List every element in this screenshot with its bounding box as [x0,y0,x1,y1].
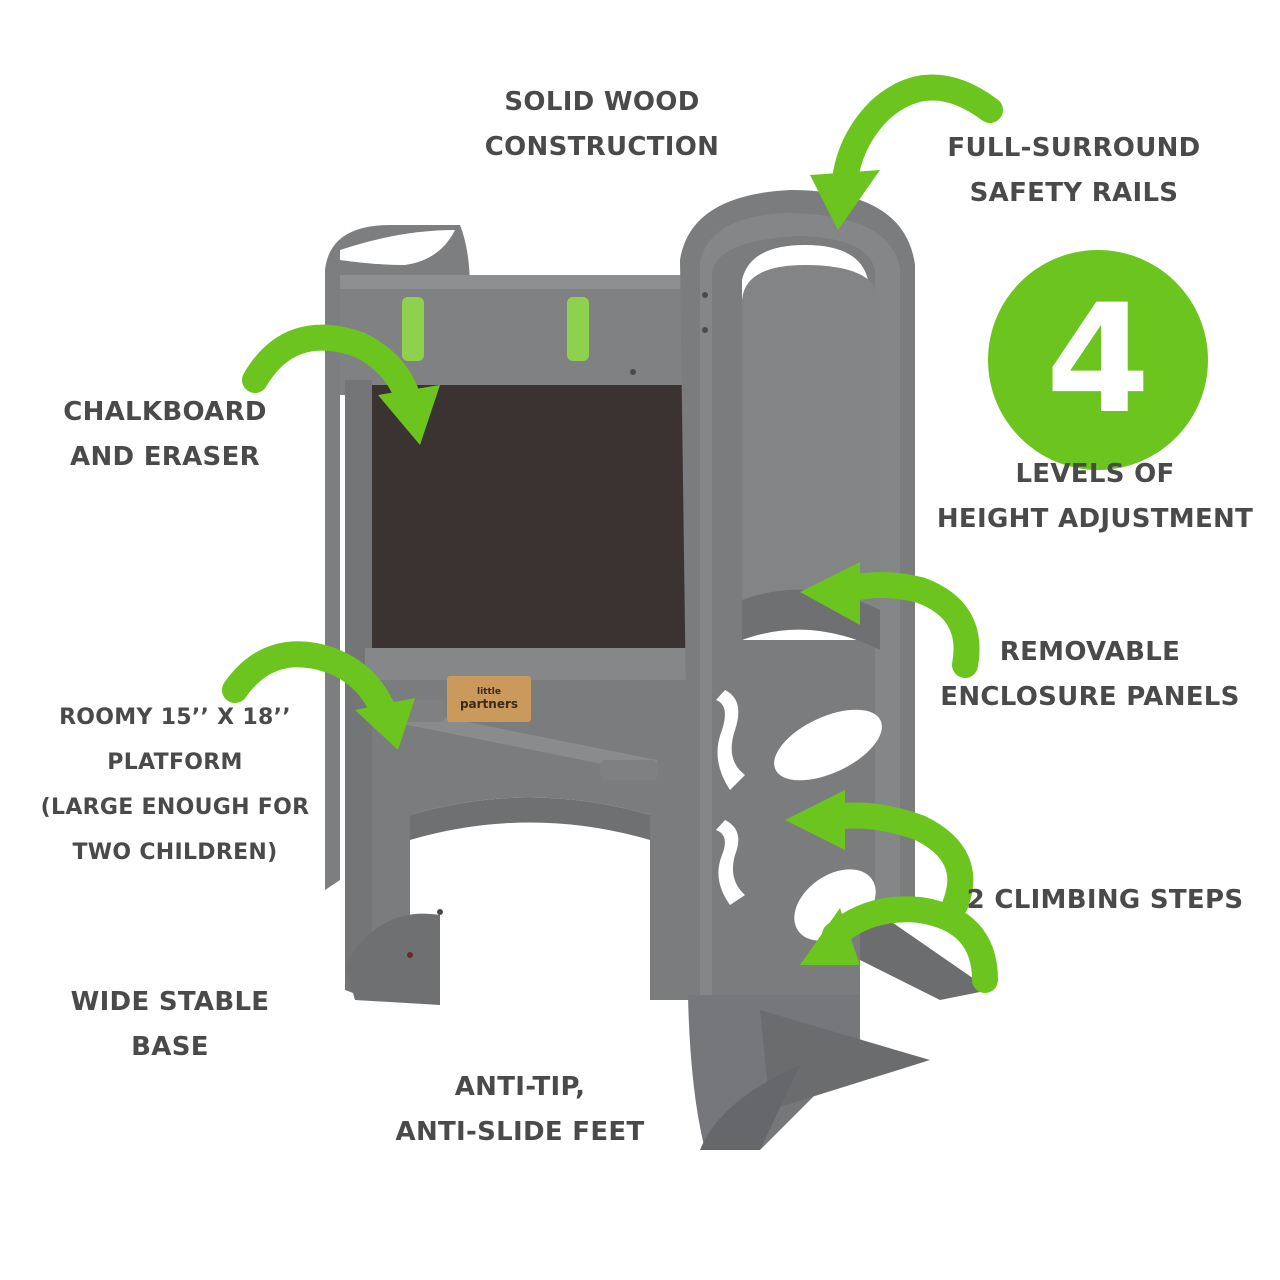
height-levels-number: 4 [1045,273,1151,447]
label-steps-line1: 2 CLIMBING STEPS [966,885,1244,915]
label-base: WIDE STABLE BASE [55,980,285,1070]
label-panels-line2: ENCLOSURE PANELS [940,682,1240,712]
label-safety-rails-line1: FULL-SURROUND [947,133,1201,163]
label-feet: ANTI-TIP, ANTI-SLIDE FEET [390,1065,650,1155]
eraser-block: little partners [447,676,531,722]
label-platform: ROOMY 15’’ X 18’’ PLATFORM (LARGE ENOUGH… [30,695,320,875]
eraser-brand-line2: partners [459,697,519,711]
label-height-levels: LEVELS OF HEIGHT ADJUSTMENT [930,452,1260,542]
label-safety-rails-line2: SAFETY RAILS [969,178,1179,208]
label-height-levels-line1: LEVELS OF [1015,459,1175,489]
label-panels: REMOVABLE ENCLOSURE PANELS [935,630,1245,720]
label-base-line2: BASE [131,1032,209,1062]
label-height-levels-line2: HEIGHT ADJUSTMENT [936,504,1254,534]
label-solid-wood-line1: SOLID WOOD [504,87,700,117]
height-levels-badge: 4 [988,250,1208,470]
label-chalkboard-line2: AND ERASER [70,442,260,472]
label-platform-line1: ROOMY 15’’ X 18’’ [59,705,291,730]
label-solid-wood: SOLID WOOD CONSTRUCTION [472,80,732,170]
label-platform-line4: TWO CHILDREN) [72,840,278,865]
label-steps: 2 CLIMBING STEPS [960,878,1250,923]
label-base-line1: WIDE STABLE [70,987,270,1017]
label-panels-line1: REMOVABLE [999,637,1181,667]
label-feet-line2: ANTI-SLIDE FEET [395,1117,645,1147]
label-chalkboard-line1: CHALKBOARD [63,397,267,427]
label-chalkboard: CHALKBOARD AND ERASER [45,390,285,480]
label-platform-line2: PLATFORM [107,750,243,775]
label-feet-line1: ANTI-TIP, [454,1072,586,1102]
label-platform-line3: (LARGE ENOUGH FOR [40,795,310,820]
label-solid-wood-line2: CONSTRUCTION [484,132,720,162]
label-safety-rails: FULL-SURROUND SAFETY RAILS [934,126,1214,216]
eraser-brand-line1: little [477,687,501,697]
